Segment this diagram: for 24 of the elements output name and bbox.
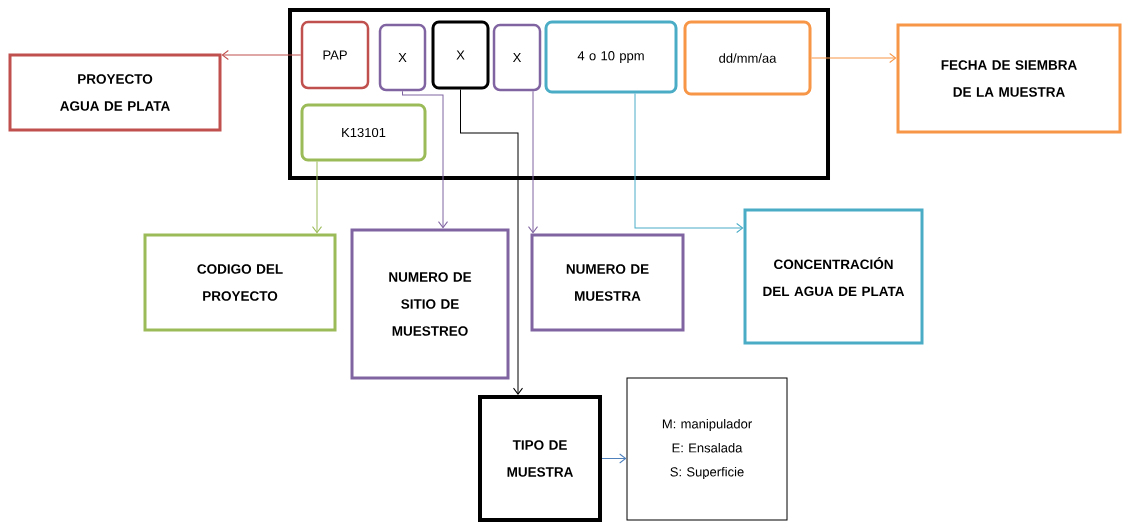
arrow xyxy=(221,50,302,60)
label-box: PROYECTO AGUA DE PLATA xyxy=(8,53,222,132)
arrow xyxy=(601,453,627,464)
label-box: NUMERO DE MUESTRA xyxy=(530,233,685,332)
label-box: NUMERO DE SITIO DE MUESTREO xyxy=(350,228,510,380)
arrow xyxy=(460,89,523,395)
code-segment-box: dd/mm/aa xyxy=(683,20,812,96)
arrow xyxy=(528,90,538,234)
code-segment-box: PAP xyxy=(300,20,370,90)
arrow xyxy=(634,93,744,233)
code-segment-box: K13101 xyxy=(300,103,427,162)
code-segment-box: X xyxy=(431,20,490,90)
label-box: CONCENTRACIÓN DEL AGUA DE PLATA xyxy=(743,208,924,345)
code-segment-box: X xyxy=(492,23,542,92)
code-frame xyxy=(288,8,830,180)
label-box: TIPO DE MUESTRA xyxy=(478,395,602,522)
arrow xyxy=(312,161,322,234)
code-segment-box: 4 o 10 ppm xyxy=(544,20,678,94)
arrow xyxy=(811,53,897,63)
label-box: FECHA DE SIEMBRA DE LA MUESTRA xyxy=(896,23,1122,134)
label-box: CODIGO DEL PROYECTO xyxy=(143,233,337,332)
arrow xyxy=(402,90,448,229)
code-segment-box: X xyxy=(378,23,427,92)
legend-box: M: manipulador E: Ensalada S: Superficie xyxy=(626,377,788,521)
